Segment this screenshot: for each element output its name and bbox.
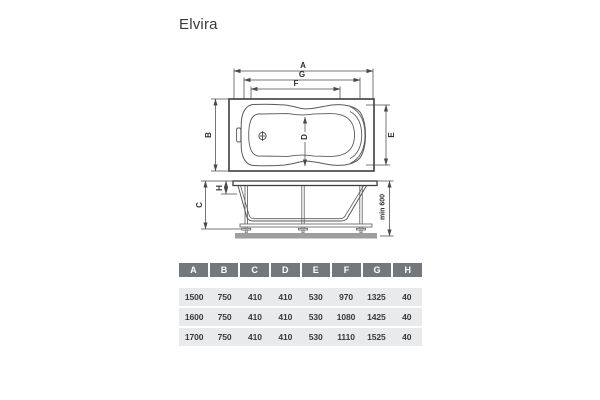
table-cell: 530 xyxy=(308,312,323,322)
table-header-cell: G xyxy=(362,263,392,277)
table-header-cell: H xyxy=(393,263,422,277)
table-header-cell: A xyxy=(179,263,208,277)
dim-h xyxy=(221,180,237,195)
dim-label-c: C xyxy=(194,202,204,208)
table-cell: 1110 xyxy=(337,332,355,342)
table-header-cell: C xyxy=(240,263,269,277)
table-cell: 410 xyxy=(247,312,262,322)
table-body: 1500 750 410 410 530 970 1325 40 1600 75… xyxy=(179,288,422,346)
dim-a xyxy=(233,68,374,99)
table-cell: 1700 xyxy=(184,332,204,342)
table-header-cell: F xyxy=(332,263,361,277)
frame-legs xyxy=(244,185,363,229)
dim-e xyxy=(366,104,390,166)
table-cell: 970 xyxy=(339,292,353,302)
dim-label-h: H xyxy=(215,184,224,191)
table-cell: 40 xyxy=(402,292,412,302)
table-cell: 1425 xyxy=(367,312,386,322)
headrest-arc-outer xyxy=(349,106,366,164)
table-cell: 1080 xyxy=(336,312,356,322)
side-rim xyxy=(232,180,378,187)
side-view xyxy=(201,180,394,239)
table-cell: 410 xyxy=(247,332,262,342)
tub-floor-outline xyxy=(248,113,356,157)
table-row: 1600 750 410 410 530 1080 1425 40 xyxy=(179,308,422,326)
table-cell: 750 xyxy=(217,292,232,302)
table-cell: 410 xyxy=(247,292,262,302)
table-cell: 750 xyxy=(217,332,232,342)
table-cell: 530 xyxy=(308,332,323,342)
table-cell: 410 xyxy=(278,332,293,342)
overflow-icon xyxy=(236,127,242,143)
side-body-inner xyxy=(240,185,364,220)
side-body-outer xyxy=(237,185,367,222)
tub-basin-outline xyxy=(240,103,367,167)
table-cell: 40 xyxy=(402,312,412,322)
table-header-row: A B C D E F G H xyxy=(179,263,422,277)
dim-b xyxy=(211,98,229,172)
dim-g xyxy=(243,77,361,99)
table-cell: 40 xyxy=(402,332,412,342)
table-cell: 410 xyxy=(278,312,293,322)
frame-bottom-rail xyxy=(239,223,373,228)
top-view xyxy=(211,68,390,172)
dim-label-f: F xyxy=(293,79,299,88)
table-header-cell: B xyxy=(209,263,239,277)
dim-label-b: B xyxy=(204,132,213,138)
table-row: 1500 750 410 410 530 970 1325 40 xyxy=(179,288,422,306)
headrest-arc-inner xyxy=(349,111,363,159)
dim-label-g: G xyxy=(298,70,306,79)
table-cell: 750 xyxy=(217,312,232,322)
ground-bar xyxy=(235,233,377,239)
table-cell: 1325 xyxy=(367,292,386,302)
table-cell: 1600 xyxy=(184,312,204,322)
table-cell: 1525 xyxy=(367,332,386,342)
table-header-cell: E xyxy=(301,263,331,277)
table-row: 1700 750 410 410 530 1110 1525 40 xyxy=(179,328,422,346)
dimensions-table: A B C D E F G H 1500 750 410 410 530 970… xyxy=(179,263,422,348)
drain-icon xyxy=(258,131,267,141)
frame-feet xyxy=(241,227,366,234)
dim-c xyxy=(201,180,241,230)
dim-label-min-height: min 600 xyxy=(379,193,387,221)
table-cell: 1500 xyxy=(184,292,204,302)
dim-f xyxy=(250,86,341,99)
dim-label-d: D xyxy=(300,132,310,142)
dim-label-e: E xyxy=(387,132,396,138)
page-title: Elvira xyxy=(179,16,218,33)
dim-min-height xyxy=(377,180,394,237)
table-cell: 530 xyxy=(308,292,323,302)
table-cell: 410 xyxy=(278,292,293,302)
dim-label-a: A xyxy=(300,61,306,70)
table-header-cell: D xyxy=(270,263,300,277)
